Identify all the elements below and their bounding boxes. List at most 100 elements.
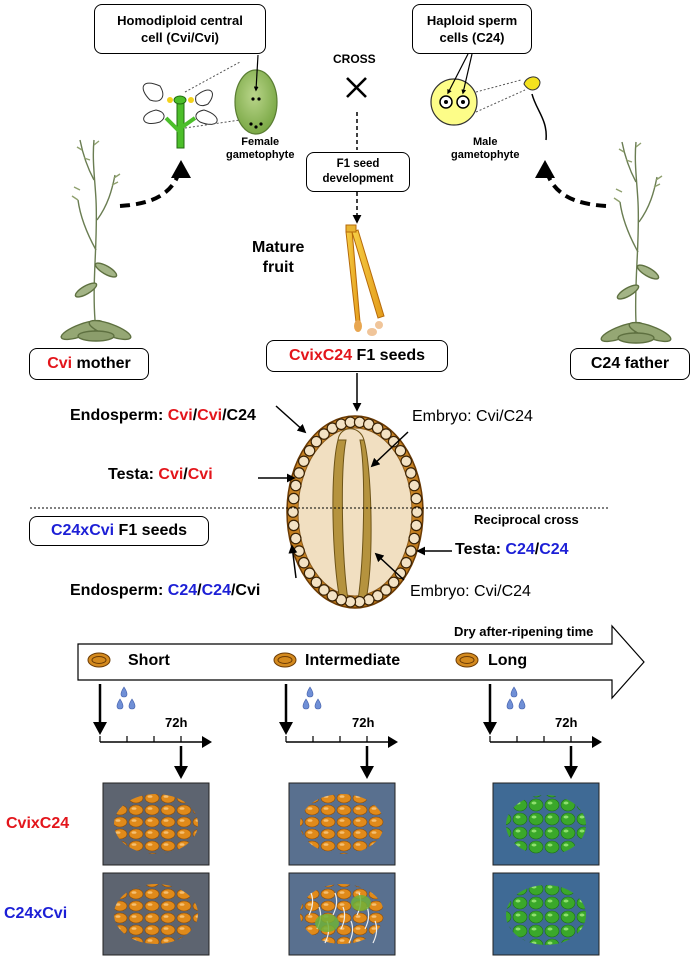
f1-seeds-box: CvixC24 F1 seeds xyxy=(266,340,448,372)
central-cell-line2: cell (Cvi/Cvi) xyxy=(140,30,220,45)
central-cell-box: Homodiploid central cell (Cvi/Cvi) xyxy=(94,4,266,54)
endo-bottom-a: C24 xyxy=(167,582,198,599)
male-line1: Male xyxy=(473,136,498,148)
testa-top-b: Cvi xyxy=(187,466,213,483)
recip-genotype: C24xCvi xyxy=(50,522,115,539)
stage-long: Long xyxy=(488,652,528,669)
endo-bottom-c: Cvi xyxy=(235,582,261,599)
endosperm-cell xyxy=(408,532,421,545)
father-to-pollen-arrow xyxy=(544,169,607,208)
timeline-group-2 xyxy=(483,684,602,779)
timeline-group-1 xyxy=(279,684,398,779)
water-drop-icon xyxy=(506,698,514,710)
germination-photo-1-1 xyxy=(288,872,396,956)
endo-bottom-b: C24 xyxy=(201,582,231,599)
endosperm-cell xyxy=(408,479,421,492)
endosperm-cell xyxy=(297,455,310,468)
hours-short: 72h xyxy=(165,715,188,730)
f1-seeds-genotype: CvixC24 xyxy=(288,347,353,364)
testa-bottom-a: C24 xyxy=(505,541,535,558)
endosperm-cell xyxy=(405,467,417,479)
water-drop-icon xyxy=(302,698,310,710)
water-drop-icon xyxy=(128,698,136,710)
endosperm-cell xyxy=(410,519,423,532)
father-box: C24 father xyxy=(570,348,690,380)
endosperm-cell xyxy=(410,492,423,505)
endo-top-word: Endosperm: xyxy=(70,407,168,424)
flower-drawing xyxy=(142,82,218,149)
endosperm-cell xyxy=(297,556,310,569)
female-gametophyte-label: Female gametophyte xyxy=(226,136,294,162)
mother-box: Cvi mother xyxy=(29,348,149,380)
water-drop-icon xyxy=(306,686,314,698)
endosperm-cell xyxy=(287,492,300,505)
mother-to-flower-arrow xyxy=(119,169,182,208)
testa-bottom-label: Testa: C24/C24 xyxy=(455,541,569,559)
endosperm-cell xyxy=(287,519,300,532)
reciprocal-cross-label: Reciprocal cross xyxy=(474,512,579,527)
mature-line2: fruit xyxy=(262,259,294,276)
hours-long: 72h xyxy=(555,715,578,730)
endosperm-cell xyxy=(400,556,413,569)
germination-photo-0-0 xyxy=(102,782,210,866)
cross-symbol xyxy=(346,77,367,98)
mother-genotype: Cvi xyxy=(47,355,73,372)
reciprocal-seeds-box: C24xCvi F1 seeds xyxy=(29,516,209,546)
germination-photo-1-2 xyxy=(492,872,600,956)
f1-seed-development-box: F1 seed development xyxy=(306,152,410,192)
endosperm-cell xyxy=(326,589,339,602)
embryo-top-label: Embryo: Cvi/C24 xyxy=(412,408,533,425)
germination-photo-0-1 xyxy=(288,782,396,866)
water-drop-icon xyxy=(314,698,322,710)
endosperm-cell xyxy=(293,545,305,557)
mother-plant-drawing xyxy=(60,139,132,342)
cross-label: CROSS xyxy=(333,52,376,66)
endo-bottom-s1: / xyxy=(197,582,202,599)
endo-top-s1: / xyxy=(192,407,198,424)
water-drop-icon xyxy=(116,698,124,710)
water-drop-icon xyxy=(518,698,526,710)
endosperm-cell xyxy=(394,567,407,580)
testa-bottom-s: / xyxy=(534,541,540,558)
f1-seeds-word: F1 seeds xyxy=(352,347,426,364)
row-label-cvixc24: CvixC24 xyxy=(6,815,70,832)
endosperm-cell xyxy=(318,584,330,596)
seed-icons xyxy=(87,652,479,668)
hours-intermediate: 72h xyxy=(352,715,375,730)
endo-top-a: Cvi xyxy=(167,407,193,424)
sperm-line2: cells (C24) xyxy=(439,30,505,45)
endosperm-cell xyxy=(394,444,407,457)
testa-top-s: / xyxy=(183,466,188,483)
female-line1: Female xyxy=(241,136,280,148)
water-drop-icon xyxy=(120,686,128,698)
endosperm-cell xyxy=(289,479,302,492)
recip-word: F1 seeds xyxy=(114,522,188,539)
pollen-grain-drawing xyxy=(430,78,478,126)
embryo-bottom-label: Embryo: Cvi/C24 xyxy=(410,583,531,600)
endosperm-cell xyxy=(387,576,400,589)
endosperm-cell xyxy=(303,444,316,457)
male-gametophyte-label: Male gametophyte xyxy=(451,136,519,162)
testa-top-word: Testa: xyxy=(108,466,159,483)
endo-bottom-word: Endosperm: xyxy=(70,582,168,599)
endosperm-cell xyxy=(380,584,392,596)
row-label-c24xcvi: C24xCvi xyxy=(4,905,68,922)
endo-top-c: C24 xyxy=(226,407,256,424)
mature-fruit-drawing xyxy=(345,224,385,336)
central-cell-line1: Homodiploid central xyxy=(117,13,243,28)
endo-bottom-s2: / xyxy=(230,582,236,599)
testa-bottom-b: C24 xyxy=(539,541,569,558)
endosperm-bottom-label: Endosperm: C24/C24/Cvi xyxy=(70,582,260,600)
female-line2: gametophyte xyxy=(226,149,295,161)
sperm-line1: Haploid sperm xyxy=(426,13,518,28)
timeline-title: Dry after-ripening time xyxy=(454,624,594,639)
testa-top-label: Testa: Cvi/Cvi xyxy=(108,466,213,484)
male-line2: gametophyte xyxy=(451,149,520,161)
endosperm-cell xyxy=(405,545,417,557)
timeline-arrow xyxy=(77,624,645,700)
germination-photo-1-0 xyxy=(102,872,210,956)
endosperm-top-label: Endosperm: Cvi/Cvi/C24 xyxy=(70,407,256,425)
f1-dev-line1: F1 seed xyxy=(336,158,380,170)
endosperm-cell xyxy=(411,506,423,518)
